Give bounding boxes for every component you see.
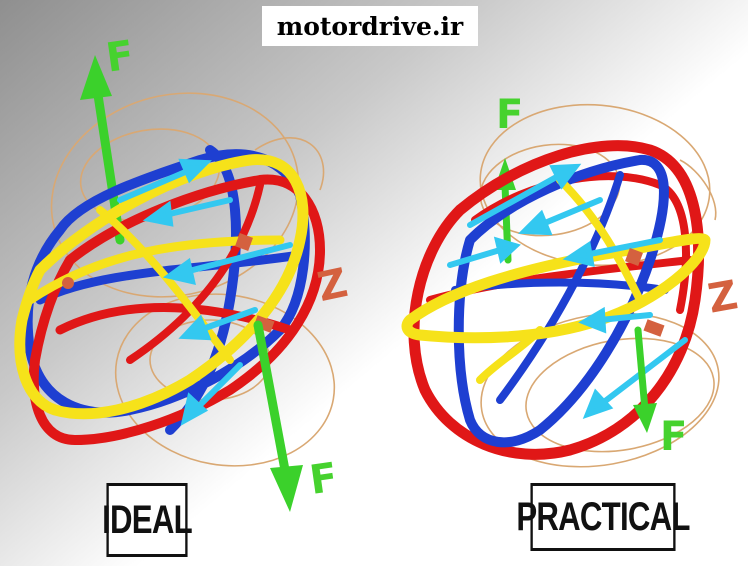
ideal-coils: [14, 145, 325, 445]
practical-winding-group: F F Z: [401, 92, 741, 468]
practical-force-label-top: F: [496, 92, 523, 138]
practical-force-label-bottom: F: [660, 414, 687, 460]
practical-coils: [401, 140, 711, 460]
ideal-force-label-top: F: [103, 32, 136, 81]
practical-force-arrow-down: [633, 326, 657, 433]
ideal-force-arrow-down: [253, 320, 303, 512]
practical-axis-markers: [625, 248, 665, 337]
practical-label: PRACTICAL: [516, 483, 690, 551]
ideal-label: IDEAL: [102, 483, 193, 557]
ideal-force-label-bottom: F: [307, 455, 340, 504]
ideal-current-arrows: [117, 158, 293, 426]
site-watermark: motordrive.ir: [262, 6, 478, 46]
ideal-winding-group: F F Z: [14, 32, 352, 512]
